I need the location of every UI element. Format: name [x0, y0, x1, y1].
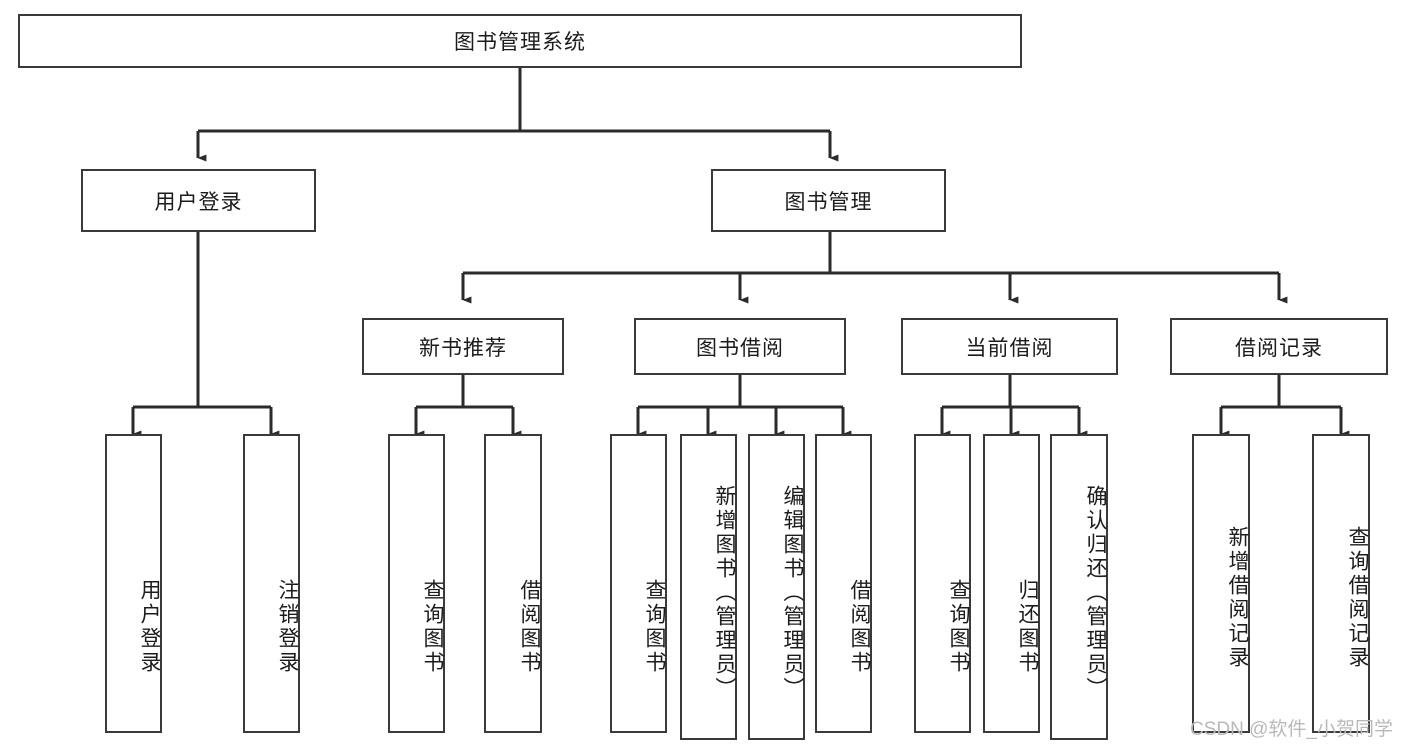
leaf-current-confirm-return-admin[interactable]: 确认归还（管理员） — [1050, 434, 1108, 740]
node-borrow-record[interactable]: 借阅记录 — [1170, 318, 1388, 375]
leaf-record-add-borrow-record[interactable]: 新增借阅记录 — [1192, 434, 1250, 733]
leaf-borrow-borrow-book[interactable]: 借阅图书 — [815, 434, 872, 733]
node-label: 借阅记录 — [1235, 336, 1323, 360]
node-label: 确认归还（管理员） — [1084, 485, 1107, 701]
leaf-record-query-borrow-record[interactable]: 查询借阅记录 — [1312, 434, 1370, 733]
node-user-login[interactable]: 用户登录 — [81, 169, 316, 232]
node-book-management[interactable]: 图书管理 — [711, 169, 946, 232]
leaf-current-return-book[interactable]: 归还图书 — [983, 434, 1040, 733]
node-label: 借阅图书 — [518, 578, 541, 675]
leaf-borrow-add-book-admin[interactable]: 新增图书（管理员） — [680, 434, 737, 740]
node-label: 用户登录 — [154, 190, 243, 214]
leaf-user-logout[interactable]: 注销登录 — [243, 434, 300, 733]
leaf-recommend-query-book[interactable]: 查询图书 — [388, 434, 445, 733]
node-book-borrow[interactable]: 图书借阅 — [634, 318, 846, 375]
node-new-book-recommend[interactable]: 新书推荐 — [362, 318, 564, 375]
leaf-borrow-query-book[interactable]: 查询图书 — [610, 434, 667, 733]
node-current-borrow[interactable]: 当前借阅 — [901, 318, 1118, 375]
borrow-record-to-leaves-connectors — [1219, 375, 1350, 438]
node-label: 新增图书（管理员） — [713, 485, 736, 701]
leaf-user-login[interactable]: 用户登录 — [105, 434, 162, 733]
node-label: 图书管理 — [784, 190, 873, 214]
node-label: 注销登录 — [276, 578, 299, 675]
node-label: 用户登录 — [138, 578, 161, 675]
node-label: 查询借阅记录 — [1346, 525, 1369, 670]
node-label: 当前借阅 — [965, 336, 1054, 360]
node-label: 图书管理系统 — [454, 31, 586, 54]
node-root-book-management-system[interactable]: 图书管理系统 — [18, 14, 1022, 68]
node-label: 查询图书 — [421, 578, 444, 675]
node-label: 图书借阅 — [696, 336, 784, 360]
node-label: 编辑图书（管理员） — [781, 485, 804, 701]
current-borrow-to-leaves-connectors — [940, 375, 1088, 438]
node-label: 新增借阅记录 — [1226, 525, 1249, 670]
user-login-to-leaves-connectors — [131, 232, 280, 438]
node-label: 借阅图书 — [848, 578, 871, 675]
leaf-borrow-edit-book-admin[interactable]: 编辑图书（管理员） — [748, 434, 805, 740]
node-label: 新书推荐 — [419, 336, 507, 360]
root-to-level1-connectors — [196, 68, 839, 162]
node-label: 查询图书 — [947, 578, 970, 675]
leaf-current-query-book[interactable]: 查询图书 — [914, 434, 971, 733]
new-book-to-leaves-connectors — [414, 375, 522, 438]
book-borrow-to-leaves-connectors — [636, 375, 852, 438]
node-label: 归还图书 — [1016, 578, 1039, 675]
book-manage-to-level2-connectors — [461, 232, 1288, 304]
node-label: 查询图书 — [643, 578, 666, 675]
leaf-recommend-borrow-book[interactable]: 借阅图书 — [484, 434, 542, 733]
